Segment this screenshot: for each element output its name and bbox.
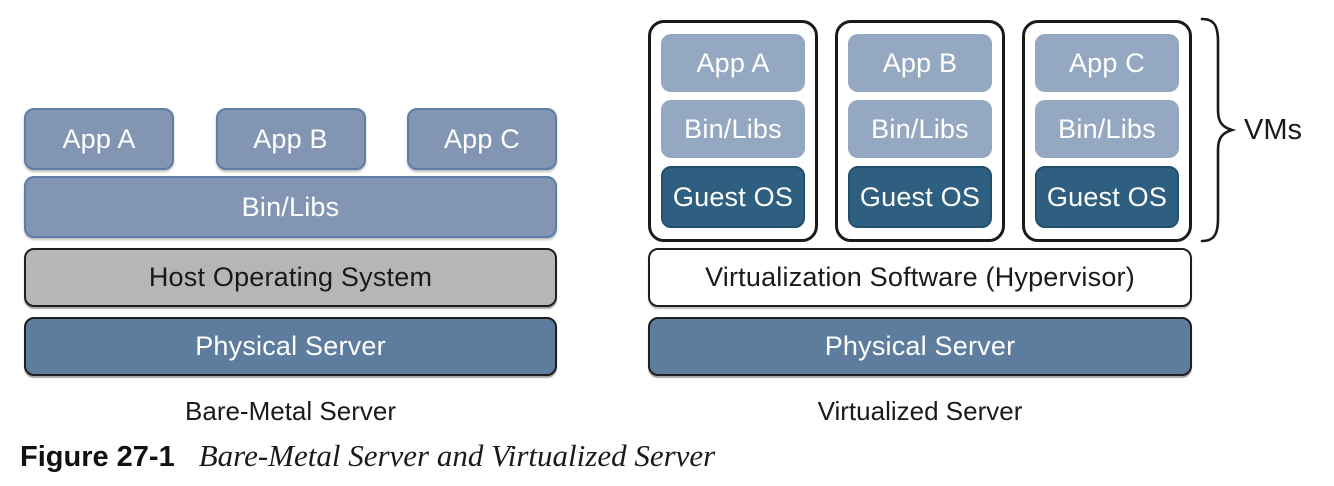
vm2-guest-os-box: Guest OS xyxy=(848,166,992,228)
bare-metal-caption: Bare-Metal Server xyxy=(185,396,396,426)
vm3-guest-os-box: Guest OS xyxy=(1035,166,1179,228)
vm-container-3: App C Bin/Libs Guest OS xyxy=(1022,20,1192,242)
vm3-app-box: App C xyxy=(1035,34,1179,92)
vms-brace-icon xyxy=(1200,16,1237,244)
bare-metal-app-a-box: App A xyxy=(24,108,174,170)
vm3-binlibs-box: Bin/Libs xyxy=(1035,100,1179,158)
vms-label: VMs xyxy=(1244,113,1302,146)
hypervisor-box: Virtualization Software (Hypervisor) xyxy=(648,248,1192,307)
figure-title: Bare-Metal Server and Virtualized Server xyxy=(198,438,716,473)
virtualized-caption: Virtualized Server xyxy=(817,396,1023,426)
vm1-binlibs-box: Bin/Libs xyxy=(661,100,805,158)
vm1-app-box: App A xyxy=(661,34,805,92)
host-operating-system-box: Host Operating System xyxy=(24,248,557,307)
bare-metal-binlibs-box: Bin/Libs xyxy=(24,176,557,238)
vms-row: App A Bin/Libs Guest OS App B Bin/Libs G… xyxy=(648,20,1192,242)
virtualized-physical-server-box: Physical Server xyxy=(648,317,1192,376)
bare-metal-app-b-box: App B xyxy=(215,108,366,170)
vm-container-2: App B Bin/Libs Guest OS xyxy=(835,20,1005,242)
bare-metal-app-c-box: App C xyxy=(407,108,557,170)
figure-caption: Figure 27-1 Bare-Metal Server and Virtua… xyxy=(20,438,715,474)
figure-number: Figure 27-1 xyxy=(20,441,175,473)
vm2-binlibs-box: Bin/Libs xyxy=(848,100,992,158)
bare-metal-apps-row: App A App B App C xyxy=(24,108,557,170)
vm-container-1: App A Bin/Libs Guest OS xyxy=(648,20,818,242)
bare-metal-physical-server-box: Physical Server xyxy=(24,317,557,376)
vm1-guest-os-box: Guest OS xyxy=(661,166,805,228)
vm2-app-box: App B xyxy=(848,34,992,92)
